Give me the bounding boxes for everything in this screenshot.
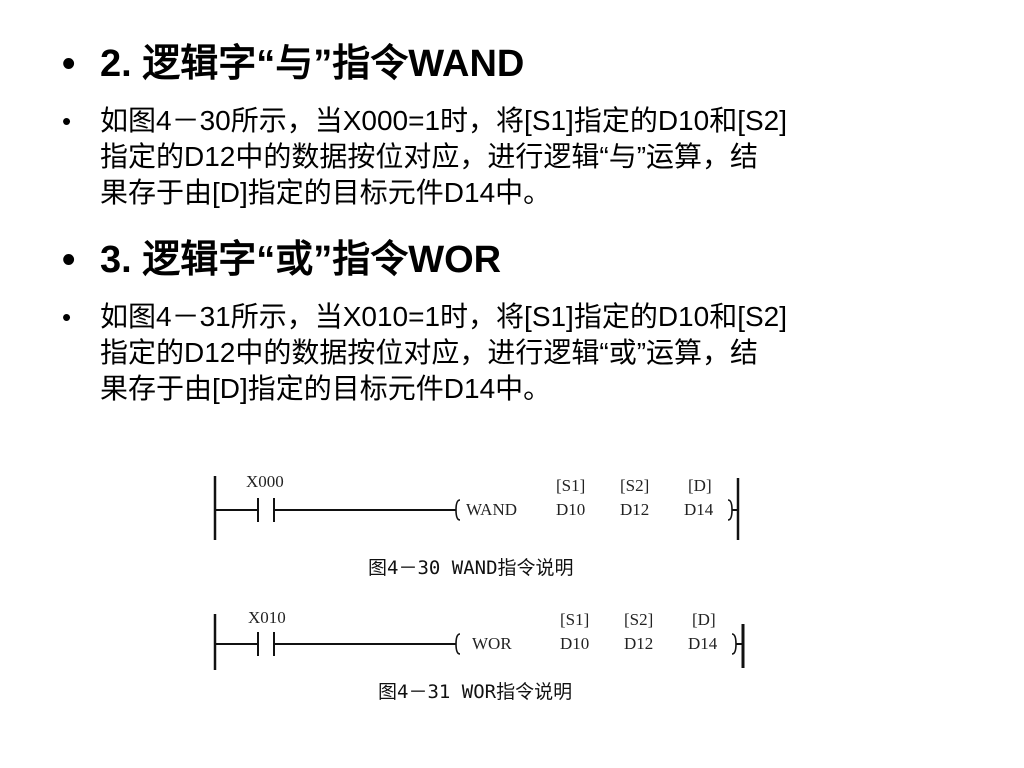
paragraph-wand-text: 如图4－30所示，当X000=1时，将[S1]指定的D10和[S2] 指定的D1… xyxy=(100,103,950,211)
contact-label: X010 xyxy=(248,608,286,627)
instruction-left-bracket xyxy=(455,499,461,521)
operand-s2-label: [S2] xyxy=(624,610,654,629)
paragraph-line: 如图4－30所示，当X000=1时，将[S1]指定的D10和[S2] xyxy=(100,105,788,136)
instruction-left-bracket xyxy=(455,633,461,655)
operand-d-value: D14 xyxy=(684,500,714,519)
figure-caption-wor: 图4－31 WOR指令说明 xyxy=(378,681,573,703)
bullet-icon: • xyxy=(62,302,72,332)
operand-s2-value: D12 xyxy=(624,634,654,653)
bullet-icon: • xyxy=(62,239,76,281)
instruction-right-bracket xyxy=(727,499,733,521)
instruction-right-bracket xyxy=(731,633,737,655)
instruction-mnemonic: WOR xyxy=(472,634,512,653)
ladder-diagram-wor: X010 WOR [S1] [S2] [D] D10 D12 D14 xyxy=(210,604,750,684)
paragraph-line: 果存于由[D]指定的目标元件D14中。 xyxy=(100,177,552,208)
paragraph-line: 如图4－31所示，当X010=1时，将[S1]指定的D10和[S2] xyxy=(100,301,788,332)
operand-s2-label: [S2] xyxy=(620,476,650,495)
figure-caption-wand: 图4－30 WAND指令说明 xyxy=(368,557,574,579)
operand-s1-value: D10 xyxy=(560,634,590,653)
paragraph-line: 指定的D12中的数据按位对应，进行逻辑“或”运算，结 xyxy=(100,337,759,368)
paragraph-line: 果存于由[D]指定的目标元件D14中。 xyxy=(100,373,552,404)
heading-wand-text: 2. 逻辑字“与”指令WAND xyxy=(100,43,525,85)
instruction-mnemonic: WAND xyxy=(466,500,517,519)
operand-d-label: [D] xyxy=(692,610,716,629)
paragraph-wor-text: 如图4－31所示，当X010=1时，将[S1]指定的D10和[S2] 指定的D1… xyxy=(100,299,950,407)
ladder-rung-wand-graphic xyxy=(213,476,740,540)
operand-d-label: [D] xyxy=(688,476,712,495)
operand-s2-value: D12 xyxy=(620,500,650,519)
bullet-icon: • xyxy=(62,43,76,85)
operand-d-value: D14 xyxy=(688,634,718,653)
paragraph-line: 指定的D12中的数据按位对应，进行逻辑“与”运算，结 xyxy=(100,141,759,172)
heading-wor-text: 3. 逻辑字“或”指令WOR xyxy=(100,239,502,281)
ladder-diagram-wand: X000 WAND [S1] [S2] [D] D10 D12 D14 xyxy=(210,468,750,548)
contact-label: X000 xyxy=(246,472,284,491)
operand-s1-label: [S1] xyxy=(556,476,586,495)
operand-s1-label: [S1] xyxy=(560,610,590,629)
bullet-icon: • xyxy=(62,106,72,136)
operand-s1-value: D10 xyxy=(556,500,586,519)
ladder-rung-wor-graphic xyxy=(213,614,745,670)
